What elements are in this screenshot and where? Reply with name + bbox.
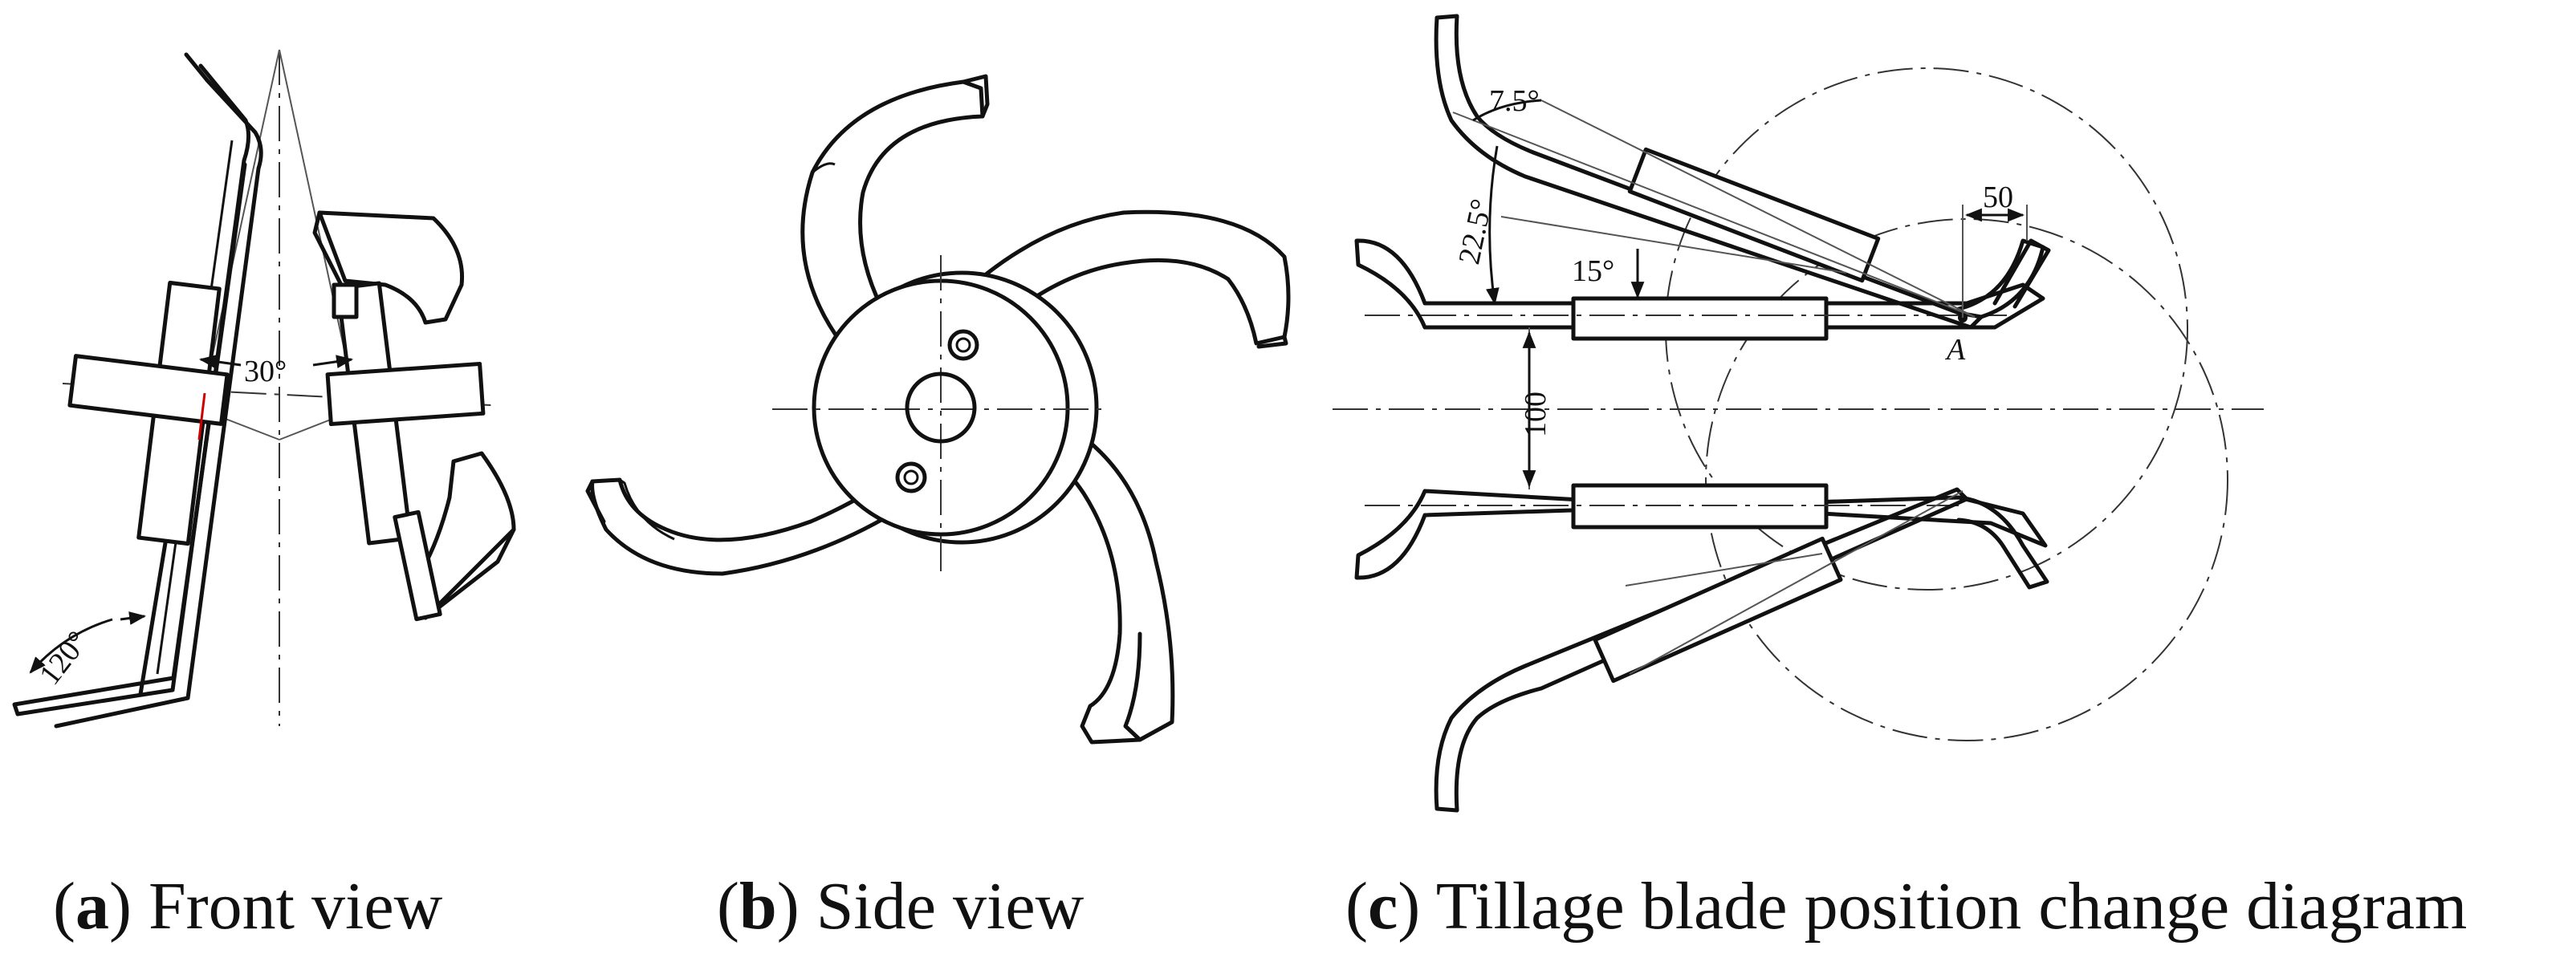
dimension-label-50: 50 — [1983, 181, 2013, 214]
right-shaft-boss — [325, 361, 486, 427]
blade-tip — [1256, 335, 1288, 349]
left-blade-outline — [15, 63, 250, 716]
upper-straight-blade — [1354, 238, 2045, 330]
angle-label-7-5: 7.5° — [1489, 84, 1540, 118]
right-blade-upper-edge — [312, 210, 344, 287]
blade-right — [953, 209, 1291, 346]
blade-tip — [585, 479, 606, 524]
caption-a-text: Front view — [148, 869, 443, 944]
left-blade-edge — [12, 162, 247, 716]
dimension-label-100: 100 — [1519, 392, 1553, 437]
caption-b-letter: b — [739, 869, 777, 944]
blade-ridge — [812, 162, 836, 174]
blade-tip — [961, 74, 990, 119]
panel-c-position-diagram: A 50 7.5° 22.5° 15° 100 — [1333, 14, 2264, 813]
lower-straight-blade — [1354, 489, 2048, 580]
upper-straight-blade-holder — [1571, 296, 1829, 341]
upper-tilted-blade-holder — [1627, 147, 1881, 283]
caption-a-letter: a — [75, 869, 109, 944]
angle-arc-120 — [29, 618, 113, 674]
left-blade-outline — [54, 52, 263, 729]
shaft-bore — [905, 371, 977, 444]
construction-line — [1625, 553, 1823, 587]
caption-c: (c) Tillage blade position change diagra… — [1345, 869, 2468, 944]
caption-c-letter: c — [1367, 869, 1398, 944]
construction-line — [1629, 490, 1964, 675]
lower-straight-blade-hook — [1956, 495, 2049, 590]
construction-line — [1540, 99, 1976, 318]
trajectory-circle-lower — [1705, 218, 2228, 741]
angle-label-120: 120° — [33, 625, 96, 692]
lower-tilted-blade — [1434, 487, 1969, 813]
angle-label-30: 30° — [244, 355, 287, 388]
angle-arrow — [120, 611, 147, 625]
angle-arc-22-5 — [1486, 145, 1500, 306]
left-shaft-boss — [67, 354, 230, 426]
right-clamp-top — [332, 282, 359, 319]
angle-label-22-5: 22.5° — [1452, 196, 1499, 267]
angle-label-15: 15° — [1572, 254, 1614, 288]
angle-arrow — [312, 355, 354, 369]
construction-line — [1500, 216, 1847, 274]
red-marker-line — [197, 392, 206, 440]
captions-row: (a) Front view (b) Side view (c) Tillage… — [0, 863, 2576, 951]
caption-a: (a) Front view — [53, 869, 443, 944]
lower-tilted-blade-holder — [1593, 536, 1843, 684]
blade-ridge — [619, 478, 675, 541]
bolt-hole-inner — [903, 469, 919, 485]
right-clamp-bottom — [393, 509, 442, 622]
caption-c-text: Tillage blade position change diagram — [1435, 869, 2468, 944]
bolt-hole-inner — [955, 337, 971, 353]
panel-b-side-view — [585, 74, 1291, 745]
caption-b-text: Side view — [816, 869, 1085, 944]
panel-a-front-view: 30° 120° — [12, 49, 516, 729]
bolt-hole — [895, 461, 927, 493]
construction-line — [1452, 112, 1976, 318]
blade-ridge — [1123, 631, 1142, 742]
angle-arrow — [198, 355, 242, 368]
point-a-label: A — [1944, 333, 1966, 367]
right-blade-upper — [317, 210, 465, 325]
bolt-hole — [947, 329, 979, 361]
caption-b: (b) Side view — [717, 869, 1085, 944]
blade-lower-right — [1048, 435, 1175, 745]
right-blade-lower-edge — [423, 527, 516, 620]
upper-tilted-blade-hook — [1956, 238, 2045, 319]
angle-arc-7-5 — [1472, 99, 1542, 122]
